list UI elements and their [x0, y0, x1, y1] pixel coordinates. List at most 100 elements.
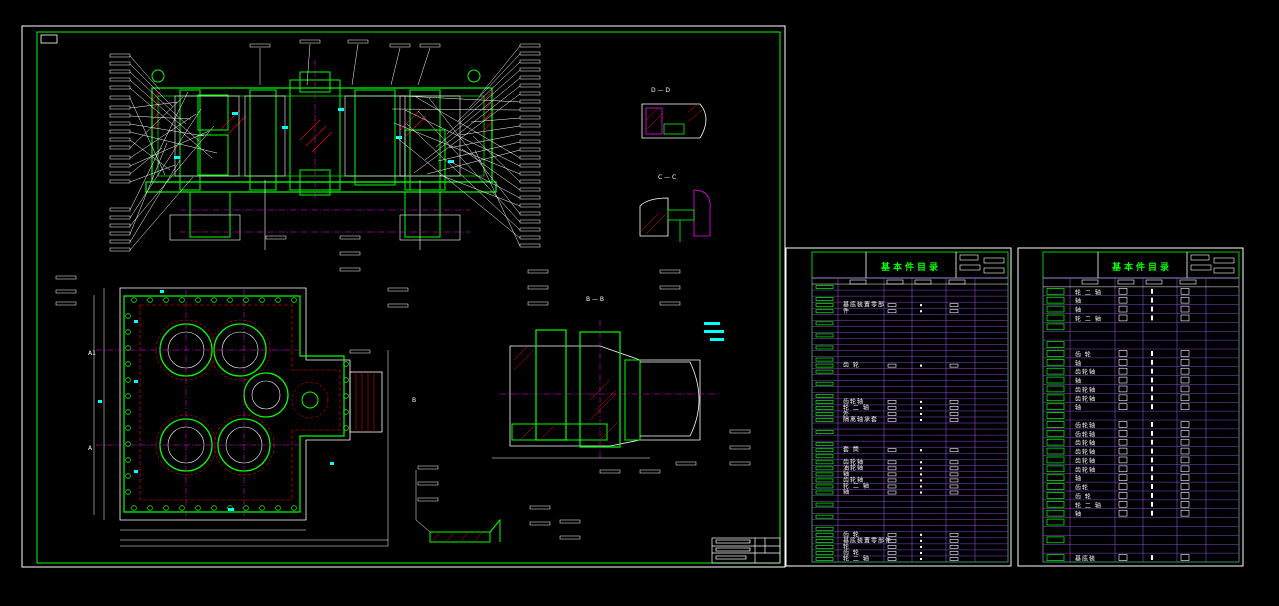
- row-index-cell: [815, 393, 834, 398]
- row-index-cell: [1046, 359, 1065, 366]
- plan-view: A1 A B: [88, 287, 416, 547]
- leader-tag: [519, 163, 541, 168]
- leader-tag: [599, 469, 621, 474]
- bolt-hole: [125, 361, 131, 367]
- leader-tag: [109, 239, 131, 244]
- table-row-name: 件: [843, 307, 850, 315]
- row-index-cell: [1046, 341, 1065, 348]
- row-index-cell: [815, 484, 834, 489]
- row-index-cell: [1046, 350, 1065, 357]
- bolt-hole: [125, 425, 131, 431]
- row-index-cell: [1046, 447, 1065, 455]
- bolt-hole: [195, 297, 201, 303]
- leader-tag: [529, 521, 551, 526]
- row-index-cell: [815, 418, 834, 422]
- leader-tag: [519, 171, 541, 176]
- leader-tag: [519, 179, 541, 184]
- table-row-name: 轮: [843, 542, 850, 550]
- bolt-hole: [259, 505, 265, 511]
- table-row-name: 轴: [1075, 377, 1082, 385]
- table-row-name: 齿轮轴: [1075, 448, 1096, 456]
- row-index-cell: [1046, 394, 1065, 402]
- table-row-name: 轴: [1075, 297, 1082, 305]
- table-row-name: 轴: [843, 488, 850, 496]
- leader-tag: [519, 211, 541, 216]
- row-index-cell: [1046, 376, 1065, 384]
- leader-tag: [299, 39, 321, 44]
- table-row-name: 齿 轮: [843, 361, 860, 369]
- leader-tag: [519, 155, 541, 160]
- bolt-hole: [275, 505, 281, 511]
- table-1-title: 基本件目录: [880, 261, 941, 273]
- leader-tag: [519, 83, 541, 88]
- table-row-name: 油轮轴: [843, 464, 864, 472]
- leader-tag: [519, 107, 541, 112]
- row-index-cell: [815, 345, 834, 350]
- table-row-name: 轴: [1075, 510, 1082, 518]
- leader-tag: [519, 43, 541, 48]
- table-row-name: 轴: [1075, 404, 1082, 412]
- leader-tag: [519, 219, 541, 224]
- table-row-name: 齿轮轴: [1075, 386, 1096, 394]
- section-c-c-view: C — C: [639, 174, 711, 242]
- row-index-cell: [815, 472, 834, 477]
- row-index-cell: [815, 514, 834, 519]
- leader-tag: [109, 113, 131, 118]
- bolt-hole: [125, 329, 131, 335]
- row-index-cell: [815, 538, 834, 543]
- section-b-side-label: B: [412, 397, 416, 404]
- table-row-name: 轮 二 轴: [843, 482, 870, 490]
- bolt-hole: [147, 297, 153, 303]
- row-index-cell: [815, 557, 834, 561]
- table-row-name: 基底装置零部: [843, 301, 885, 309]
- bolt-hole: [125, 377, 131, 383]
- leader-tag: [109, 247, 131, 252]
- bolt-hole: [343, 409, 349, 415]
- leader-tag: [417, 497, 439, 502]
- leader-tag: [527, 285, 549, 290]
- row-index-cell: [815, 309, 834, 314]
- row-index-cell: [1046, 403, 1065, 410]
- row-index-cell: [815, 490, 834, 495]
- table-row-name: 外: [843, 409, 850, 417]
- leader-tag: [519, 139, 541, 144]
- table-row-name: 齿轮轴: [1075, 439, 1096, 447]
- bolt-hole: [343, 425, 349, 431]
- leader-tag: [519, 67, 541, 72]
- row-index-cell: [815, 460, 834, 465]
- table-row-name: 齿轮轴: [843, 476, 864, 484]
- leader-tag: [519, 203, 541, 208]
- row-index-cell: [815, 285, 834, 289]
- leader-tag: [519, 99, 541, 104]
- leader-tag: [675, 461, 697, 466]
- leader-tag: [519, 195, 541, 200]
- table-row-name: 轮 二 轴: [1075, 315, 1102, 323]
- leader-tag: [519, 51, 541, 56]
- bolt-hole: [211, 297, 217, 303]
- section-d-d-view: D — D: [641, 87, 707, 139]
- leader-tag: [519, 59, 541, 64]
- row-index-cell: [815, 333, 834, 338]
- leader-tag: [339, 267, 361, 272]
- leader-tag: [529, 505, 551, 510]
- title-block: [711, 537, 781, 564]
- row-index-cell: [1046, 314, 1065, 322]
- table-row-name: 轮 二 轴: [843, 403, 870, 411]
- bolt-hole: [343, 377, 349, 383]
- table-row-name: 齿轮: [1075, 484, 1089, 492]
- row-index-cell: [815, 478, 834, 483]
- leader-tag: [55, 301, 77, 306]
- leader-tag: [659, 269, 681, 274]
- leader-tag: [729, 461, 751, 466]
- table-row-name: 套 筒: [843, 446, 860, 454]
- table-row-name: 齿轮轴: [843, 397, 864, 405]
- bolt-hole: [125, 409, 131, 415]
- row-index-cell: [1046, 536, 1065, 544]
- section-b-label: B — B: [586, 296, 604, 303]
- leader-tag: [417, 465, 439, 470]
- table-row-name: 齿 轮: [843, 548, 860, 556]
- row-index-cell: [815, 502, 834, 507]
- leader-tag: [109, 223, 131, 228]
